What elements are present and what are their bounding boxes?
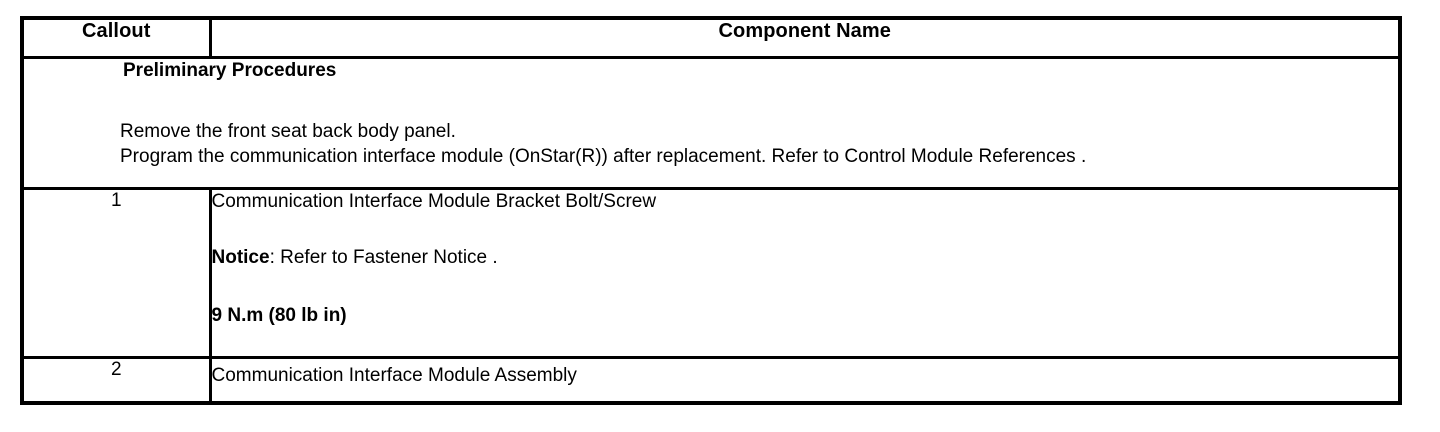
fastener-notice-line: Notice: Refer to Fastener Notice . — [212, 246, 1399, 270]
component-callout-table: Callout Component Name Preliminary Proce… — [20, 16, 1402, 405]
component-name-1: Communication Interface Module Bracket B… — [211, 191, 657, 212]
component-spacer-1b — [212, 270, 1399, 304]
component-cell-1: Communication Interface Module Bracket B… — [208, 187, 1402, 359]
preliminary-spacer — [24, 82, 1398, 119]
column-header-component-name: Component Name — [208, 16, 1402, 59]
component-name-2: Communication Interface Module Assembly — [211, 365, 577, 386]
component-cell-2: Communication Interface Module Assembly — [208, 356, 1402, 405]
component-spacer-1a — [212, 214, 1399, 246]
preliminary-procedures-heading: Preliminary Procedures — [123, 60, 337, 81]
notice-label: Notice — [211, 247, 270, 268]
notice-text: : Refer to Fastener Notice . — [269, 247, 498, 268]
table-row: 2 Communication Interface Module Assembl… — [20, 356, 1402, 405]
table-header-row: Callout Component Name — [20, 16, 1402, 59]
preliminary-procedure-line-1: Remove the front seat back body panel. — [120, 121, 456, 142]
preliminary-procedures-row: Preliminary Procedures Remove the front … — [20, 56, 1402, 190]
callout-number-2: 2 — [20, 356, 212, 405]
torque-specification: 9 N.m (80 lb in) — [211, 305, 347, 326]
column-header-callout: Callout — [20, 16, 212, 59]
callout-number-1: 1 — [20, 187, 212, 359]
preliminary-procedures-cell: Preliminary Procedures Remove the front … — [20, 56, 1402, 190]
table-row: 1 Communication Interface Module Bracket… — [20, 187, 1402, 359]
preliminary-procedure-line-2: Program the communication interface modu… — [120, 146, 1087, 167]
